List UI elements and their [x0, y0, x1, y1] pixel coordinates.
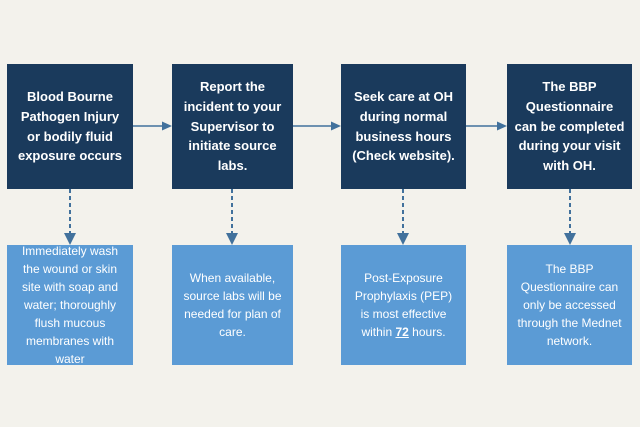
flow-note-4-text: The BBP Questionnaire can only be access…: [517, 262, 622, 348]
flow-note-2-source-labs: When available, source labs will be need…: [172, 245, 293, 365]
flow-note-1-wash-instructions: Immediately wash the wound or skin site …: [7, 244, 133, 366]
flow-note-3-text-after: hours.: [408, 325, 446, 339]
arrow-right-icon: [466, 121, 507, 131]
flow-step-3-seek-care: Seek care at OH during normal business h…: [341, 64, 466, 189]
flow-step-4-bbp-questionnaire: The BBP Questionnaire can be completed d…: [507, 64, 632, 189]
arrow-right-icon: [293, 121, 341, 131]
flow-note-2-text: When available, source labs will be need…: [183, 271, 282, 339]
flow-note-1-text: Immediately wash the wound or skin site …: [21, 244, 119, 366]
dashed-arrow-down-icon: [564, 189, 576, 245]
dashed-arrow-down-icon: [226, 189, 238, 245]
flow-step-4-text: The BBP Questionnaire can be completed d…: [514, 79, 625, 174]
flow-note-3-text: Post-Exposure Prophylaxis (PEP) is most …: [350, 269, 457, 341]
flow-step-1-text: Blood Bourne Pathogen Injury or bodily f…: [17, 89, 123, 164]
flow-step-1-exposure-occurs: Blood Bourne Pathogen Injury or bodily f…: [7, 64, 133, 189]
dashed-arrow-down-icon: [397, 189, 409, 245]
flow-step-2-text: Report the incident to your Supervisor t…: [183, 79, 282, 174]
dashed-arrow-down-icon: [64, 189, 76, 245]
flow-step-3-text: Seek care at OH during normal business h…: [352, 89, 455, 164]
flow-note-3-highlight-72: 72: [395, 325, 409, 339]
flow-note-3-pep-timing: Post-Exposure Prophylaxis (PEP) is most …: [341, 245, 466, 365]
flow-note-4-mednet-access: The BBP Questionnaire can only be access…: [507, 245, 632, 365]
flow-note-3-text-before: Post-Exposure Prophylaxis (PEP) is most …: [354, 271, 453, 339]
arrow-right-icon: [133, 121, 172, 131]
flow-step-2-report-incident: Report the incident to your Supervisor t…: [172, 64, 293, 189]
